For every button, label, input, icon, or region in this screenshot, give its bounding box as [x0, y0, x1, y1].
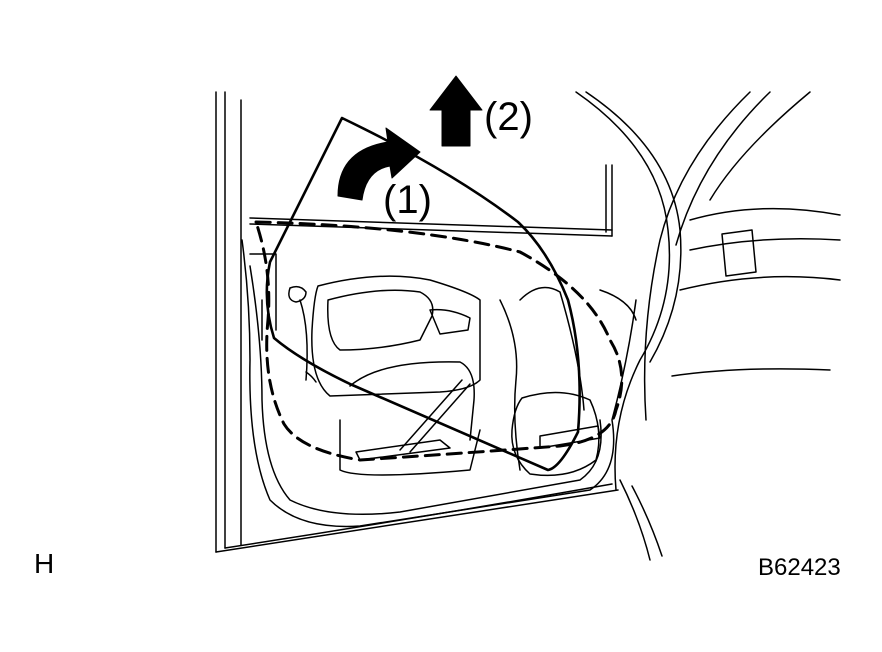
- step-1-label: (1): [383, 178, 432, 222]
- step-2-label: (2): [484, 95, 533, 139]
- window-frame: [249, 164, 613, 237]
- body-pillar: [575, 91, 841, 561]
- trim-clip-dashed-outline: [254, 220, 624, 462]
- figure-code: B62423: [758, 554, 841, 581]
- curved-arrow-icon: [337, 127, 421, 201]
- door-trim-outline: [265, 116, 581, 472]
- corner-letter: H: [34, 548, 55, 579]
- door-inner-panel: [241, 239, 637, 528]
- up-arrow-icon: [429, 75, 483, 147]
- interior-handle-pocket: [721, 229, 757, 277]
